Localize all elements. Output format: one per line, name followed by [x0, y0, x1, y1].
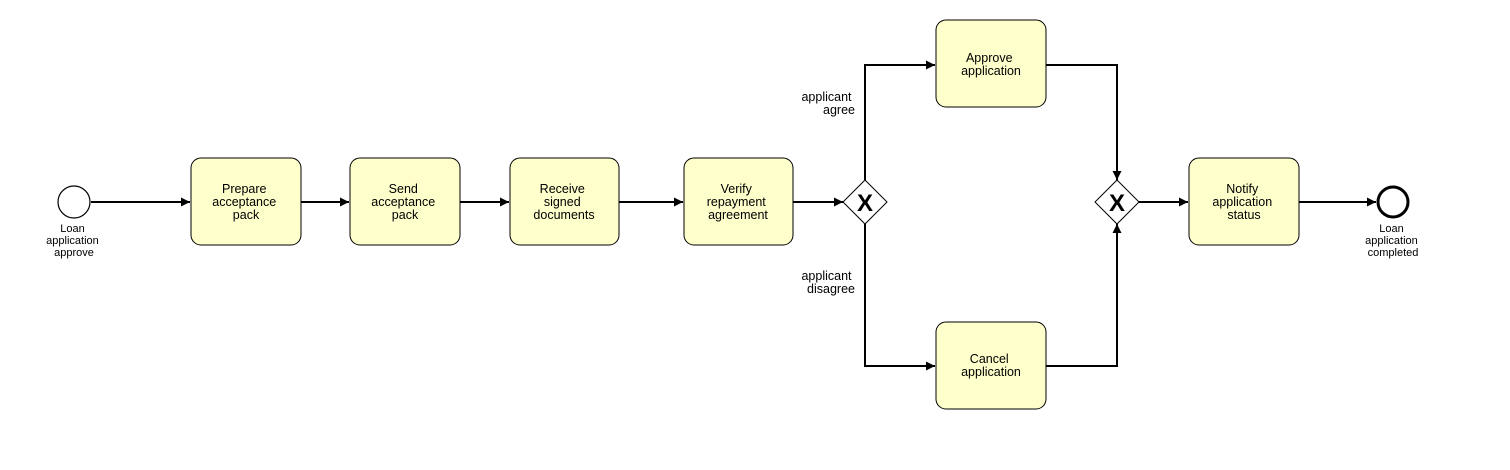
task-label: Cancel application [961, 352, 1021, 379]
task-label-line: pack [392, 208, 419, 222]
task-send-acceptance-pack[interactable]: Send acceptance pack [349, 157, 461, 246]
task-label-line: acceptance [212, 195, 276, 209]
task-box[interactable] [935, 19, 1047, 108]
flow-split-to-approve[interactable] [864, 60, 935, 180]
start-event-label-line: approve [54, 247, 94, 259]
start-event-label-line: Loan [60, 223, 84, 235]
task-label-line: pack [233, 208, 260, 222]
task-box[interactable] [683, 157, 794, 246]
task-label: Receive signed documents [533, 182, 594, 222]
task-label-line: agreement [708, 208, 768, 222]
flow-label-line: applicant [801, 90, 852, 104]
task-label-line: Cancel [970, 352, 1009, 366]
task-label-line: Prepare [222, 182, 267, 196]
task-label: Notify application status [1212, 182, 1275, 222]
end-event-label-line: application [1365, 235, 1418, 247]
end-event-label-line: completed [1368, 247, 1419, 259]
flow-label-line: applicant [801, 269, 852, 283]
exclusive-gateway-join[interactable]: X [1094, 179, 1140, 225]
task-label-line: application [961, 365, 1021, 379]
task-verify-repayment-agreement[interactable]: Verify repayment agreement [683, 157, 794, 246]
task-label-line: Receive [540, 182, 585, 196]
task-box[interactable] [349, 157, 461, 246]
flow-approve-to-join[interactable] [1046, 64, 1122, 180]
task-box[interactable] [509, 157, 620, 246]
task-approve-application[interactable]: Approve application [935, 19, 1047, 108]
task-cancel-application[interactable]: Cancel application [935, 321, 1047, 410]
task-label-line: Notify [1226, 182, 1259, 196]
task-label-line: Approve [966, 51, 1013, 65]
end-event[interactable] [1376, 185, 1410, 219]
task-box[interactable] [935, 321, 1047, 410]
exclusive-gateway-split[interactable]: X [842, 179, 888, 225]
task-box[interactable] [1188, 157, 1300, 246]
task-label-line: application [961, 64, 1021, 78]
gateway-x-icon: X [1109, 190, 1125, 217]
end-event-label-line: Loan [1379, 223, 1403, 235]
task-label: Prepare acceptance pack [212, 182, 279, 222]
task-label: Send acceptance pack [371, 182, 438, 222]
task-label: Approve application [961, 51, 1021, 78]
task-label-line: application [1212, 195, 1272, 209]
task-receive-signed-documents[interactable]: Receive signed documents [509, 157, 620, 246]
start-event-label: Loan application approve [46, 223, 102, 259]
task-label-line: repayment [707, 195, 767, 209]
end-event-label: Loan application completed [1365, 223, 1421, 259]
flow-label-line: disagree [807, 282, 855, 296]
gateway-x-icon: X [857, 190, 873, 217]
flow-label-applicant-agree: applicant agree [801, 90, 855, 117]
task-label-line: documents [533, 208, 594, 222]
task-label-line: Verify [721, 182, 753, 196]
task-label-line: Send [389, 182, 418, 196]
start-event-label-line: application [46, 235, 99, 247]
flow-label-applicant-disagree: applicant disagree [801, 269, 855, 296]
flow-label-line: agree [823, 103, 855, 117]
flow-cancel-to-join[interactable] [1046, 224, 1122, 367]
flow-split-to-cancel[interactable] [864, 224, 935, 371]
task-label-line: acceptance [371, 195, 435, 209]
task-box[interactable] [190, 157, 302, 246]
start-event[interactable] [57, 185, 91, 219]
task-label-line: status [1227, 208, 1260, 222]
task-label: Verify repayment agreement [707, 182, 770, 222]
task-prepare-acceptance-pack[interactable]: Prepare acceptance pack [190, 157, 302, 246]
task-notify-application-status[interactable]: Notify application status [1188, 157, 1300, 246]
task-label-line: signed [544, 195, 581, 209]
